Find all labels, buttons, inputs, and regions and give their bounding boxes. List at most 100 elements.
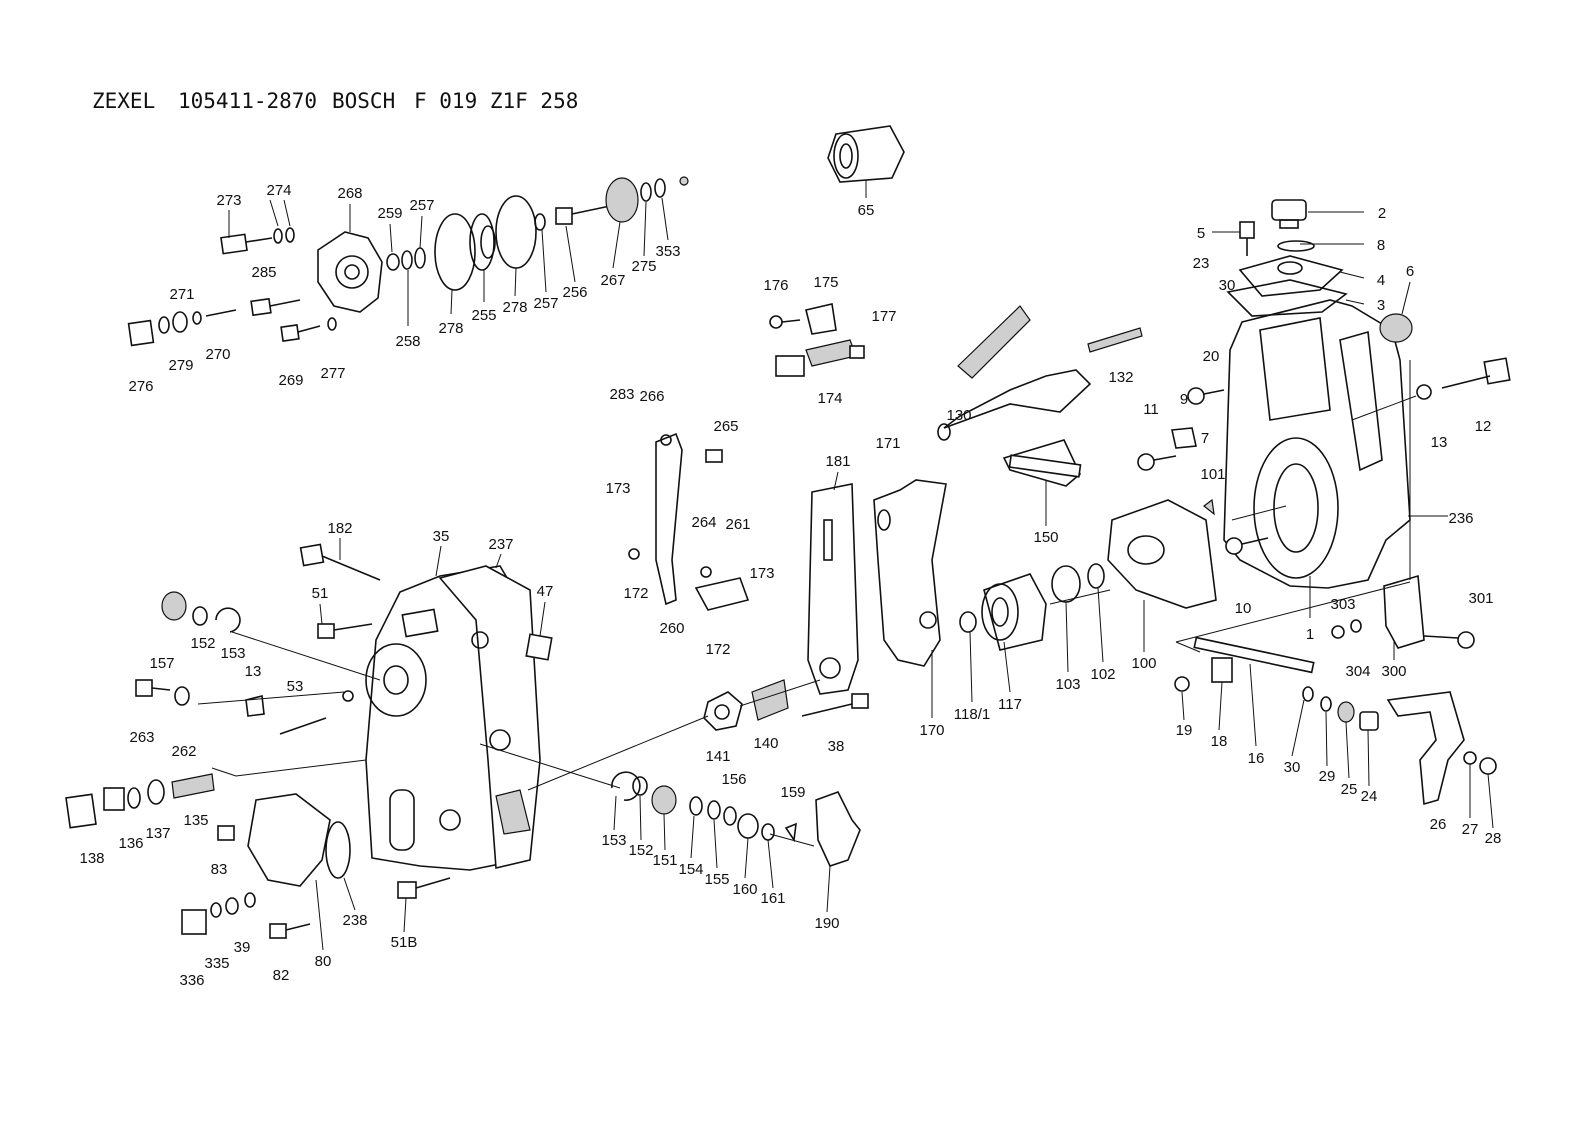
callout-label: 117 <box>998 696 1022 713</box>
callout-label: 304 <box>1345 663 1370 680</box>
callout-label: 265 <box>713 418 738 435</box>
callout-label: 182 <box>327 520 352 537</box>
callout-label: 261 <box>725 516 750 533</box>
callout-label: 274 <box>266 182 291 199</box>
diagram-title: ZEXEL 105411-2870 BOSCH F 019 Z1F 258 <box>92 89 578 113</box>
callout-label: 150 <box>1033 529 1058 546</box>
callout-label: 264 <box>691 514 716 531</box>
callout-label: 278 <box>502 299 527 316</box>
callout-label: 270 <box>205 346 230 363</box>
callout-label: 279 <box>168 357 193 374</box>
callout-label: 176 <box>763 277 788 294</box>
callout-label: 161 <box>760 890 785 907</box>
callout-label: 135 <box>183 812 208 829</box>
callout-label: 101 <box>1200 466 1225 483</box>
callout-label: 266 <box>639 388 664 405</box>
callout-label: 35 <box>433 528 450 545</box>
title-zexel: ZEXEL <box>92 89 155 113</box>
stop-lever-group <box>769 303 865 377</box>
callout-label: 172 <box>623 585 648 602</box>
callout-label: 82 <box>273 967 290 984</box>
callout-label: 236 <box>1448 510 1473 527</box>
callout-label: 83 <box>211 861 228 878</box>
callout-label: 47 <box>537 583 554 600</box>
callout-label: 18 <box>1211 733 1228 750</box>
callout-label: 271 <box>169 286 194 303</box>
callout-label: 102 <box>1090 666 1115 683</box>
callout-label: 174 <box>817 390 842 407</box>
callout-label: 267 <box>600 272 625 289</box>
callout-label: 173 <box>605 480 630 497</box>
callout-label: 16 <box>1248 750 1265 767</box>
callout-label: 153 <box>601 832 626 849</box>
left-small-parts <box>65 591 451 939</box>
callout-label: 151 <box>652 852 677 869</box>
callout-label: 13 <box>245 663 262 680</box>
callout-label: 257 <box>533 295 558 312</box>
callout-label: 277 <box>320 365 345 382</box>
callout-label: 30 <box>1284 759 1301 776</box>
callout-label: 181 <box>825 453 850 470</box>
callout-label: 155 <box>704 871 729 888</box>
callout-label: 27 <box>1462 821 1479 838</box>
callout-label: 258 <box>395 333 420 350</box>
callout-label: 268 <box>337 185 362 202</box>
boost-compensator-group <box>127 176 689 347</box>
callout-label: 26 <box>1430 816 1447 833</box>
callout-label: 132 <box>1108 369 1133 386</box>
callout-label: 118/1 <box>954 706 990 723</box>
callout-label: 141 <box>705 748 730 765</box>
callout-label: 172 <box>705 641 730 658</box>
pump-body-group <box>299 543 553 871</box>
callout-label: 278 <box>438 320 463 337</box>
callout-label: 260 <box>659 620 684 637</box>
callout-label: 173 <box>749 565 774 582</box>
callout-label: 13 <box>1431 434 1448 451</box>
callout-label: 28 <box>1485 830 1502 847</box>
callout-label: 3 <box>1377 297 1385 314</box>
callout-label: 51B <box>391 934 418 951</box>
callout-label: 156 <box>721 771 746 788</box>
callout-label: 137 <box>145 825 170 842</box>
callout-label: 303 <box>1330 596 1355 613</box>
callout-label: 138 <box>79 850 104 867</box>
callout-label: 4 <box>1377 272 1385 289</box>
callout-label: 20 <box>1203 348 1220 365</box>
callout-label: 11 <box>1143 401 1159 418</box>
callout-label: 171 <box>875 435 900 452</box>
callout-label: 275 <box>631 258 656 275</box>
callout-label: 283 <box>609 386 634 403</box>
callout-label: 51 <box>312 585 329 602</box>
control-shaft-group <box>1174 636 1497 806</box>
callout-label: 335 <box>204 955 229 972</box>
callout-label: 157 <box>149 655 174 672</box>
part-drawings <box>65 125 1511 939</box>
callout-label: 255 <box>471 307 496 324</box>
callout-label: 237 <box>488 536 513 553</box>
callout-labels: 273 274 268 259 257 285 271 279 270 276 … <box>79 182 1501 989</box>
callout-label: 300 <box>1381 663 1406 680</box>
callout-label: 38 <box>828 738 845 755</box>
callout-label: 29 <box>1319 768 1336 785</box>
callout-label: 257 <box>409 197 434 214</box>
levers-group <box>628 432 947 695</box>
part-65-nut <box>827 125 905 183</box>
callout-label: 160 <box>732 881 757 898</box>
callout-label: 154 <box>678 861 703 878</box>
callout-label: 25 <box>1341 781 1358 798</box>
callout-label: 39 <box>234 939 251 956</box>
callout-label: 136 <box>118 835 143 852</box>
callout-label: 152 <box>190 635 215 652</box>
governor-housing <box>1137 199 1511 649</box>
callout-label: 12 <box>1475 418 1492 435</box>
title-zexel-number: 105411-2870 <box>178 89 317 113</box>
callout-label: 336 <box>179 972 204 989</box>
guide-lines <box>197 360 1434 847</box>
callout-label: 353 <box>655 243 680 260</box>
callout-label: 30 <box>1219 277 1236 294</box>
callout-label: 53 <box>287 678 304 695</box>
callout-label: 5 <box>1197 225 1205 242</box>
callout-label: 262 <box>171 743 196 760</box>
title-bosch: BOSCH <box>332 89 395 113</box>
